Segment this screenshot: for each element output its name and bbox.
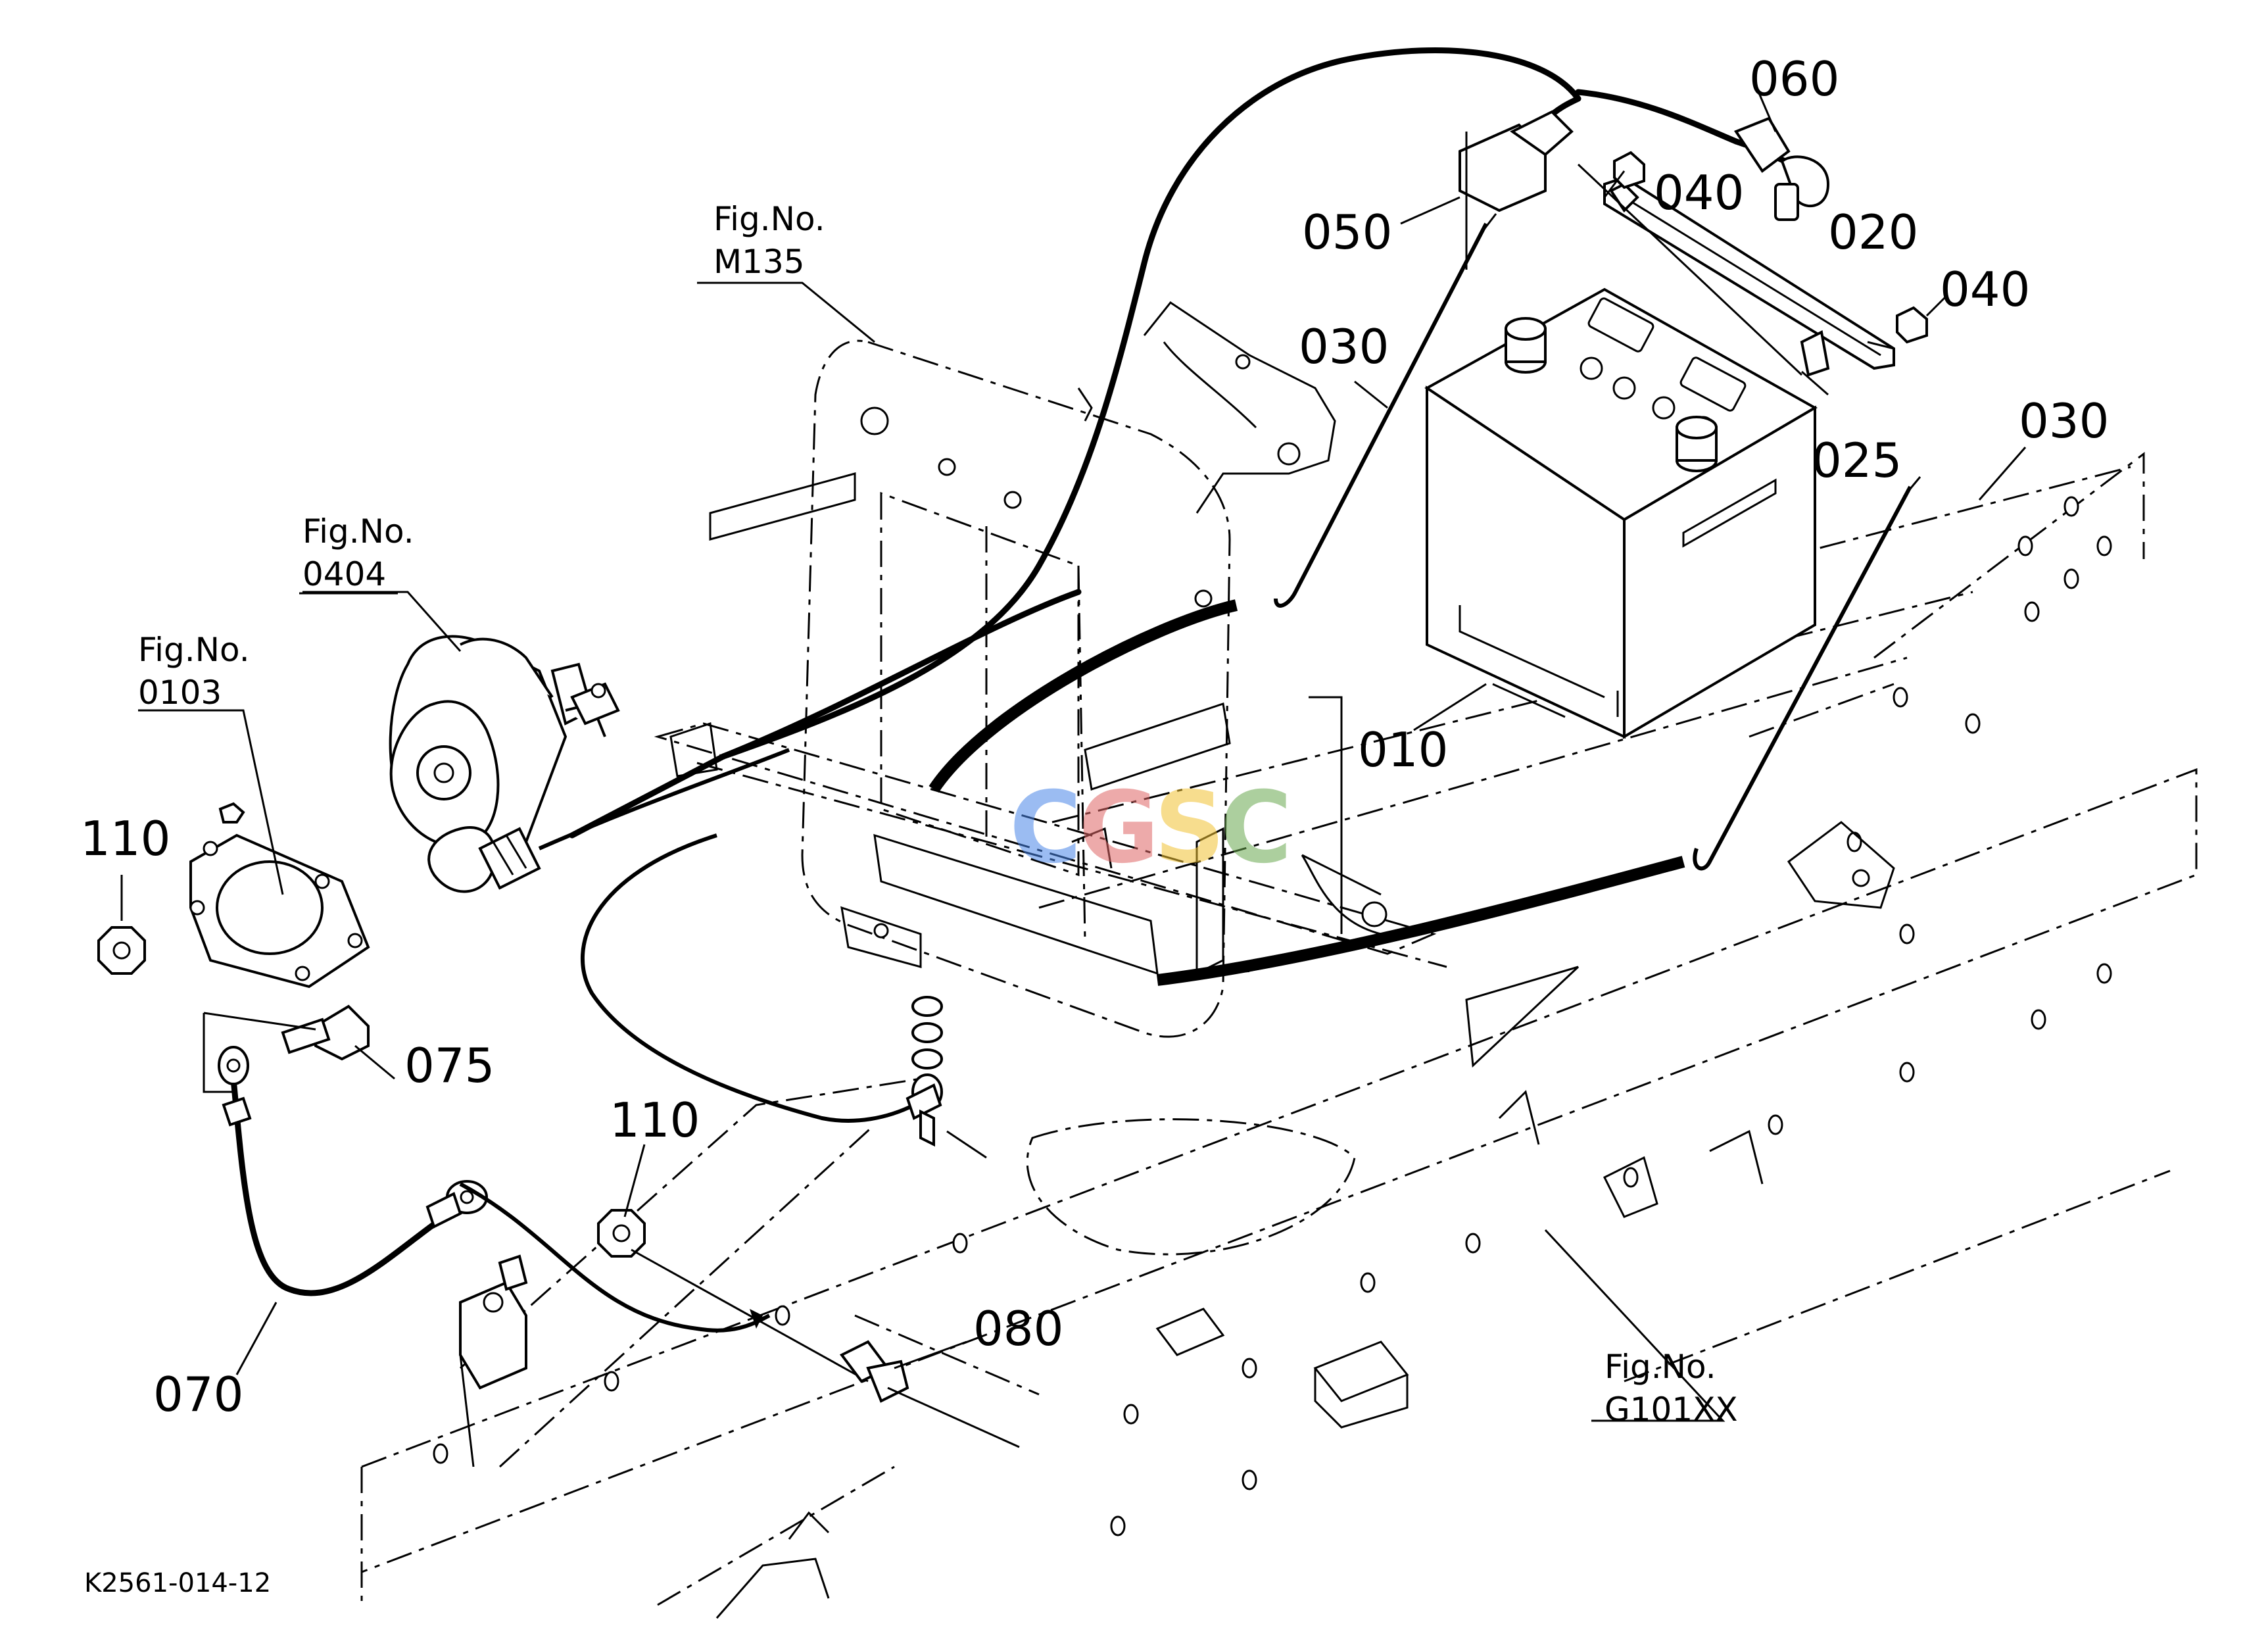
watermark-logo: C G S C xyxy=(1009,771,1292,885)
callout-leaders xyxy=(120,85,2027,1422)
seat-support-bracket xyxy=(1077,301,1336,514)
label-025: 025 xyxy=(1812,433,1902,488)
battery-mount-plate xyxy=(669,339,1387,1038)
label-070: 070 xyxy=(153,1367,243,1422)
label-040-right: 040 xyxy=(1940,262,2030,317)
svg-text:Fig.No.: Fig.No. xyxy=(138,631,250,669)
watermark-letter-c1: C xyxy=(1009,771,1082,885)
label-080: 080 xyxy=(973,1301,1063,1356)
watermark-letter-s: S xyxy=(1154,771,1225,885)
rail-holes xyxy=(433,496,2112,1536)
battery-rods xyxy=(1274,213,1921,871)
svg-text:M135: M135 xyxy=(713,243,805,281)
part-labels: 010 020 025 030 030 040 040 050 060 070 … xyxy=(80,51,2109,1422)
starter-motor xyxy=(389,635,620,893)
lower-fasteners xyxy=(459,1182,1020,1467)
label-060: 060 xyxy=(1749,51,1839,107)
watermark-letter-c2: C xyxy=(1220,771,1292,885)
label-010: 010 xyxy=(1358,722,1448,777)
diagram-code: K2561-014-12 xyxy=(84,1568,271,1598)
battery xyxy=(1424,287,1818,739)
label-050: 050 xyxy=(1302,205,1392,260)
flange-plate xyxy=(97,802,370,989)
svg-text:Fig.No.: Fig.No. xyxy=(713,200,825,238)
label-075: 075 xyxy=(404,1038,495,1093)
svg-text:0103: 0103 xyxy=(138,674,222,712)
figref-0103: Fig.No. 0103 xyxy=(138,631,250,712)
positive-cable xyxy=(569,47,1830,986)
label-030-left: 030 xyxy=(1299,319,1389,374)
label-110-center: 110 xyxy=(610,1093,700,1148)
svg-text:Fig.No.: Fig.No. xyxy=(1604,1348,1716,1386)
label-040-top: 040 xyxy=(1654,165,1744,220)
figref-g101xx: Fig.No. G101XX xyxy=(1604,1348,1738,1429)
label-020: 020 xyxy=(1828,205,1918,260)
label-110-left: 110 xyxy=(80,811,170,866)
figref-m135: Fig.No. M135 xyxy=(713,200,825,281)
starter-cable xyxy=(538,748,987,1159)
svg-text:G101XX: G101XX xyxy=(1604,1390,1738,1429)
svg-text:Fig.No.: Fig.No. xyxy=(302,512,414,551)
figure-references: Fig.No. M135 Fig.No. 0404 Fig.No. 0103 F… xyxy=(138,200,1738,1429)
chassis-frame xyxy=(360,451,2198,1619)
label-030-right: 030 xyxy=(2019,393,2109,449)
svg-text:0404: 0404 xyxy=(302,555,386,593)
ground-cable xyxy=(203,1004,488,1296)
figref-0404: Fig.No. 0404 xyxy=(299,512,414,595)
watermark-letter-g: G xyxy=(1078,771,1159,885)
battery-holder xyxy=(1603,151,1928,377)
